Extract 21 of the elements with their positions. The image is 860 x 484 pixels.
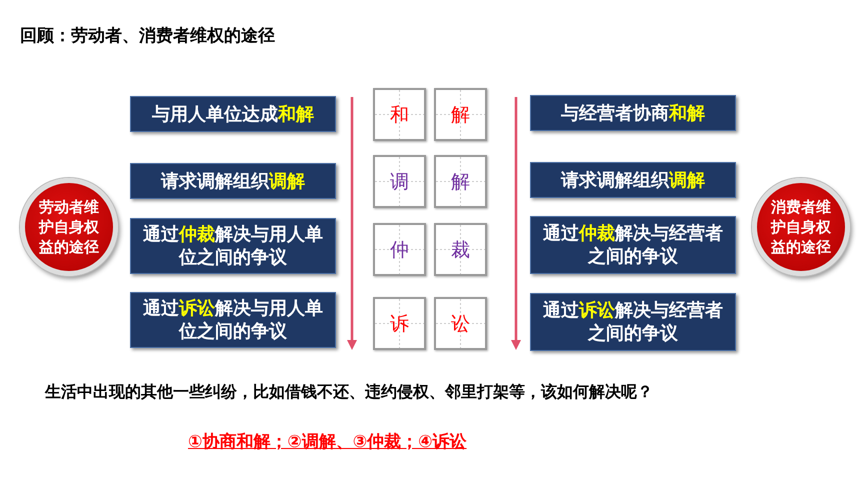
topic-circle: 消费者维护自身权益的途径 [752,178,850,276]
character-box: 解 [434,88,487,141]
character-box: 诉 [373,297,426,350]
method-box: 与经营者协商和解 [530,95,736,131]
topic-circle: 劳动者维护自身权益的途径 [20,178,118,276]
title: 回顾：劳动者、消费者维权的途径 [20,25,275,47]
question-text: 生活中出现的其他一些纠纷，比如借钱不还、违约侵权、邻里打架等，该如何解决呢？ [45,382,653,403]
method-box: 通过仲裁解决与用人单位之间的争议 [130,218,336,274]
method-box: 通过诉讼解决与用人单位之间的争议 [130,292,336,348]
method-box: 与用人单位达成和解 [130,96,336,132]
character-box: 调 [373,155,426,208]
answer-text: ①协商和解；②调解、③仲裁；④诉讼 [188,431,467,453]
method-box: 请求调解组织调解 [530,162,736,198]
character-box: 裁 [434,223,487,276]
method-box: 请求调解组织调解 [130,163,336,199]
method-box: 通过仲裁解决与经营者之间的争议 [530,216,736,274]
character-box: 讼 [434,297,487,350]
method-box: 通过诉讼解决与经营者之间的争议 [530,293,736,351]
character-box: 解 [434,155,487,208]
character-box: 和 [373,88,426,141]
character-box: 仲 [373,223,426,276]
